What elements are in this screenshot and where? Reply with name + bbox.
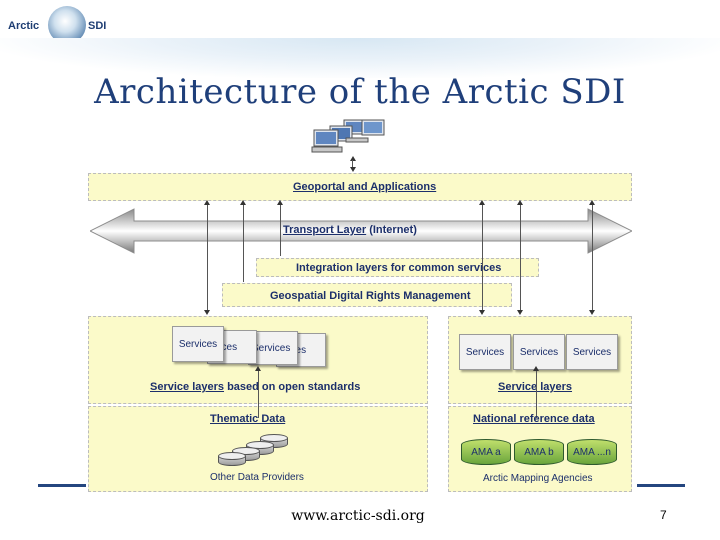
thematic-data-label: Thematic Data (210, 413, 286, 425)
arrow-down-icon (517, 310, 523, 315)
transport-internet-text: (Internet) (366, 224, 417, 236)
footer-url: www.arctic-sdi.org (291, 508, 425, 524)
arrow-up-icon (589, 200, 595, 205)
arctic-agencies-label: Arctic Mapping Agencies (483, 473, 593, 484)
connector-line (482, 202, 483, 312)
arrow-up-icon (479, 200, 485, 205)
arrow-up-icon (204, 200, 210, 205)
logo-text-arctic: Arctic (8, 20, 40, 32)
arrow-up-icon (277, 200, 283, 205)
arrow-down-icon (479, 310, 485, 315)
database-icon (218, 452, 246, 468)
arrow-down-icon (204, 310, 210, 315)
arrow-down-icon (589, 310, 595, 315)
other-providers-label: Other Data Providers (210, 472, 304, 483)
slide-title: Architecture of the Arctic SDI (94, 72, 626, 112)
computers-icon (311, 119, 385, 153)
transport-label: Transport Layer (Internet) (283, 224, 417, 236)
ama-database: AMA ...n (567, 439, 617, 465)
ama-database: AMA a (461, 439, 511, 465)
connector-line (243, 202, 244, 282)
connector-line (520, 202, 521, 312)
ama-database: AMA b (514, 439, 564, 465)
arrow-down-icon (350, 167, 356, 172)
footer-rule-left (38, 484, 86, 487)
service-layers-link-text: Service layers (150, 381, 225, 393)
arrow-up-icon (255, 366, 261, 371)
service-box: Services (513, 334, 565, 370)
arrow-up-icon (517, 200, 523, 205)
connector-line (258, 368, 259, 418)
integration-label: Integration layers for common services (296, 262, 502, 274)
integration-band (256, 258, 539, 277)
arctic-sdi-logo: Arctic SDI (8, 6, 118, 46)
page-number: 7 (660, 508, 667, 522)
gdrm-band (222, 283, 512, 307)
arrow-up-icon (350, 156, 356, 161)
arrow-up-icon (240, 200, 246, 205)
national-reference-label: National reference data (473, 413, 595, 425)
service-box: Services (172, 326, 224, 362)
service-layers-rest-text: based on open standards (224, 381, 361, 393)
connector-line (536, 368, 537, 418)
geoportal-label: Geoportal and Applications (293, 181, 437, 193)
transport-link-text: Transport Layer (283, 224, 367, 236)
service-layers-left-label: Service layers based on open standards (150, 381, 360, 393)
geoportal-band (88, 173, 632, 201)
service-box: Services (566, 334, 618, 370)
globe-icon (48, 6, 86, 44)
title-background (0, 38, 720, 78)
footer-rule-right (637, 484, 685, 487)
logo-text-sdi: SDI (88, 20, 107, 32)
connector-line (592, 202, 593, 312)
connector-line (352, 160, 353, 168)
connector-line (280, 202, 281, 256)
arrow-up-icon (533, 366, 539, 371)
transport-arrow (90, 208, 632, 254)
service-layers-right-label: Service layers (498, 381, 573, 393)
gdrm-label: Geospatial Digital Rights Management (270, 290, 471, 302)
service-box: Services (459, 334, 511, 370)
connector-line (207, 202, 208, 312)
